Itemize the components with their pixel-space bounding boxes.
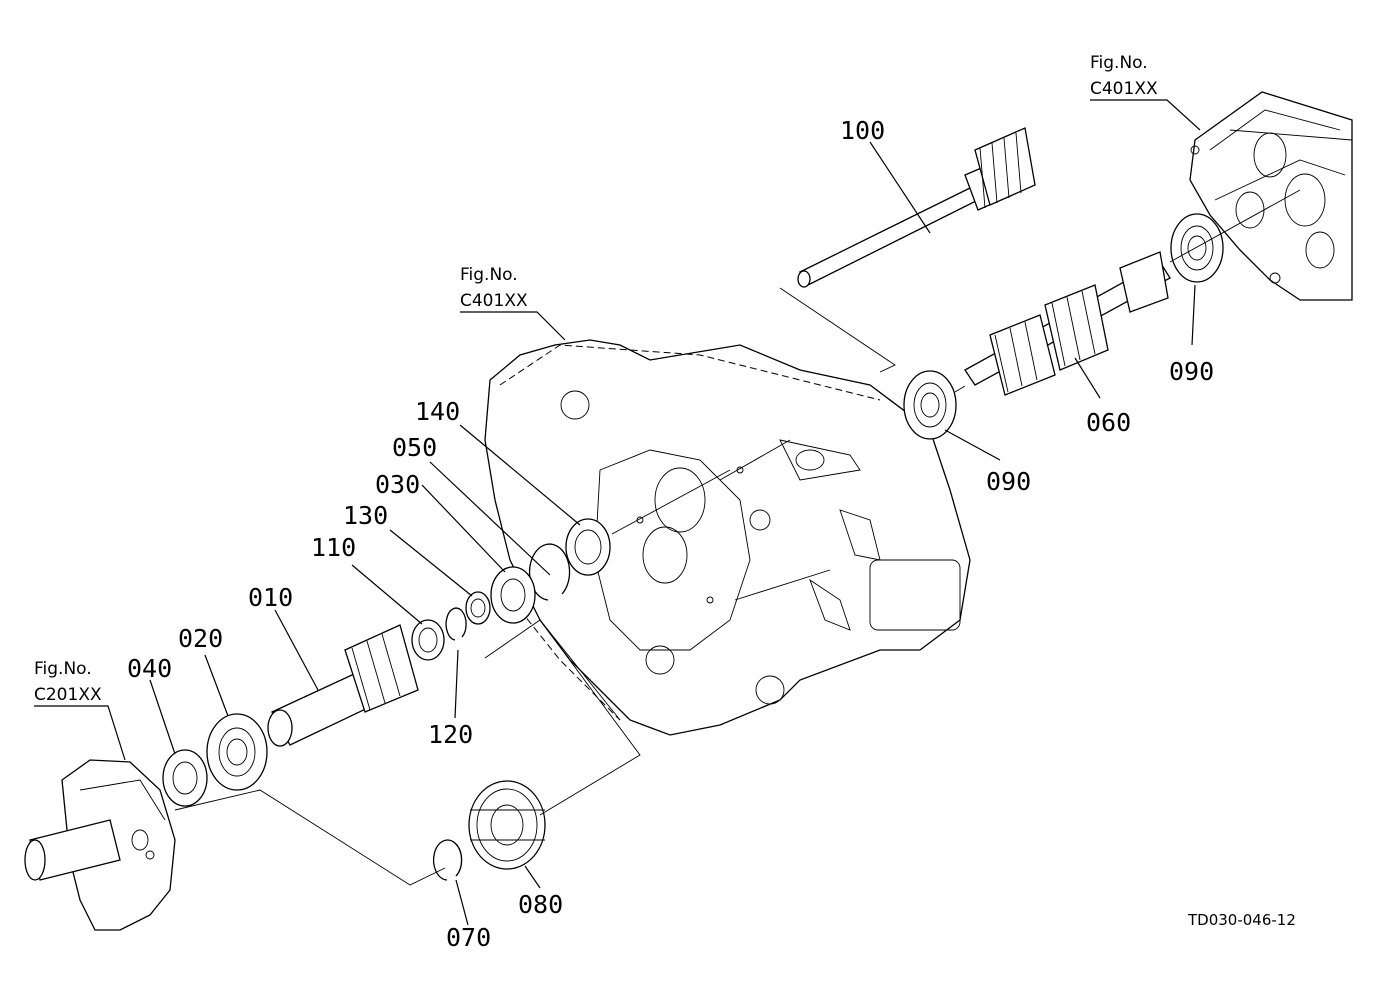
part-labels: 100 090 090 060 140 050 030 130 110 010 …: [127, 116, 1214, 952]
drawing-code: TD030-046-12: [1187, 911, 1296, 929]
circlip-050-drawing: [528, 543, 571, 601]
fig-ref-number: C401XX: [1090, 79, 1158, 99]
bearing-020-drawing: [206, 713, 268, 791]
part-label-140[interactable]: 140: [415, 397, 460, 426]
shaft-100-drawing: [797, 127, 1036, 288]
part-label-120[interactable]: 120: [428, 720, 473, 749]
figure-reference-left[interactable]: Fig.No. C201XX: [34, 659, 102, 705]
part-label-050[interactable]: 050: [392, 433, 437, 462]
bearing-040-drawing: [162, 749, 208, 807]
fig-ref-label: Fig.No.: [34, 659, 92, 679]
part-label-070[interactable]: 070: [446, 923, 491, 952]
bearing-090-upper-drawing: [1170, 213, 1224, 283]
figure-reference-top-right[interactable]: Fig.No. C401XX: [1090, 53, 1158, 99]
part-label-020[interactable]: 020: [178, 624, 223, 653]
part-label-080[interactable]: 080: [518, 890, 563, 919]
part-label-030[interactable]: 030: [375, 470, 420, 499]
circlip-070-drawing: [432, 839, 463, 881]
rear-housing-drawing: [1189, 91, 1353, 301]
bearing-140-drawing: [565, 518, 611, 576]
gear-080-drawing: [468, 780, 546, 870]
figure-reference-center[interactable]: Fig.No. C401XX: [460, 265, 528, 311]
shaft-060-drawing: [964, 251, 1171, 396]
leader-lines: [34, 99, 1201, 926]
transmission-case-drawing: [484, 339, 971, 736]
fig-ref-number: C401XX: [460, 291, 528, 311]
front-cover-drawing: [24, 759, 176, 931]
washer-130-drawing: [465, 591, 491, 625]
fig-ref-number: C201XX: [34, 685, 102, 705]
fig-ref-label: Fig.No.: [1090, 53, 1148, 73]
part-label-090-upper[interactable]: 090: [1169, 357, 1214, 386]
part-label-100[interactable]: 100: [840, 116, 885, 145]
shaft-010-drawing: [267, 624, 419, 747]
part-label-130[interactable]: 130: [343, 501, 388, 530]
part-label-040[interactable]: 040: [127, 654, 172, 683]
circlip-120-drawing: [445, 607, 467, 641]
assembly-lines: [174, 189, 1301, 886]
bearing-030-drawing: [490, 566, 536, 624]
part-label-110[interactable]: 110: [311, 533, 356, 562]
part-label-060[interactable]: 060: [1086, 408, 1131, 437]
fig-ref-label: Fig.No.: [460, 265, 518, 285]
bearing-090-lower-drawing: [903, 370, 957, 440]
collar-110-drawing: [411, 619, 445, 661]
part-label-010[interactable]: 010: [248, 583, 293, 612]
part-label-090-lower[interactable]: 090: [986, 467, 1031, 496]
